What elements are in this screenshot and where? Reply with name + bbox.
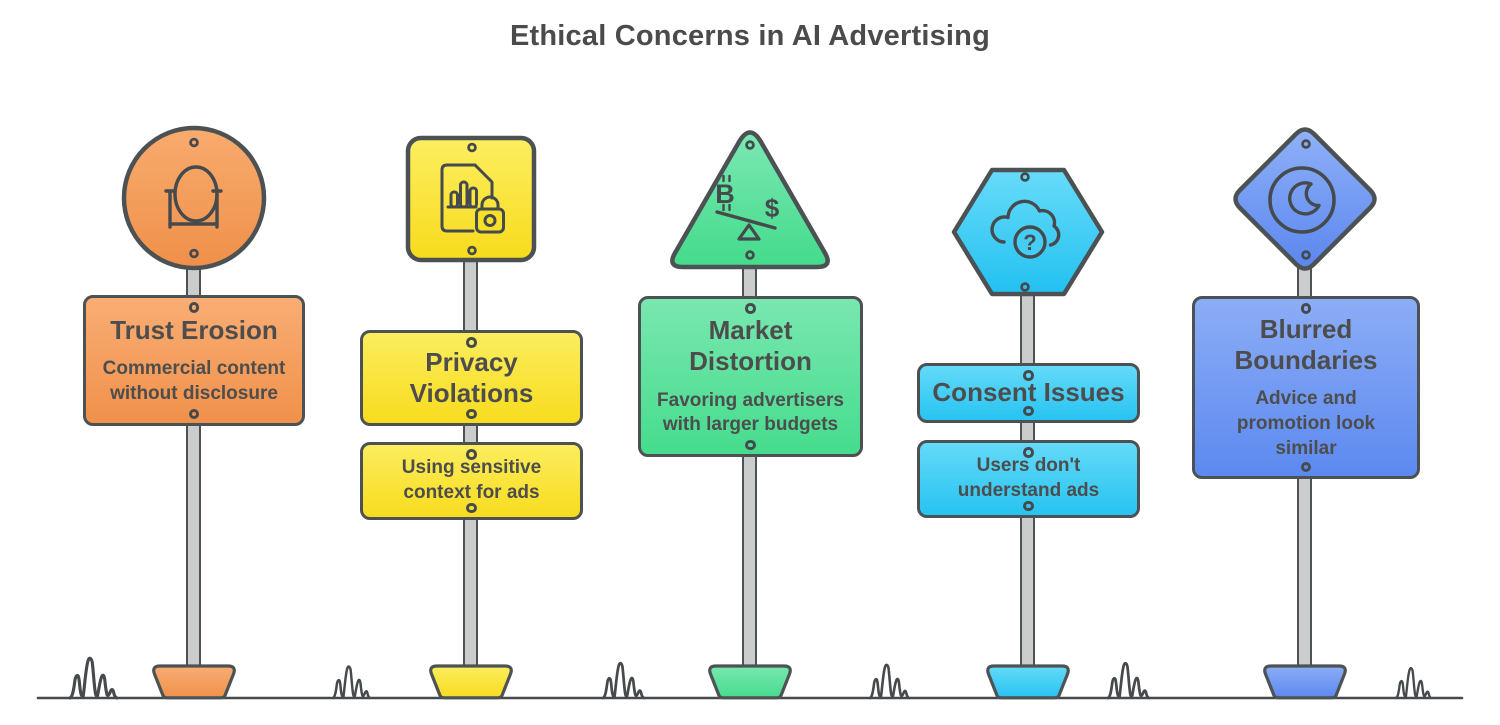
- sign-title: Trust Erosion: [110, 314, 278, 345]
- screw-dot: [1301, 139, 1311, 260]
- sign-board-privacy-subtitle: Using sensitive context for ads: [360, 442, 583, 520]
- screw-dot: [1300, 461, 1312, 472]
- currency-seesaw-icon: B $: [715, 174, 780, 241]
- sign-subtitle: Users don't understand ads: [957, 455, 1100, 501]
- sign-subtitle: Favoring advertisers with larger budgets: [657, 389, 844, 436]
- screw-dot: [188, 408, 200, 419]
- sign-subtitle: Advice and promotion look similar: [1236, 388, 1376, 459]
- sign-board-privacy-title: Privacy Violations: [360, 330, 583, 426]
- screw-dot: [1300, 303, 1312, 314]
- screw-dot: [1023, 370, 1034, 381]
- sign-board-blurred-boundaries: Blurred Boundaries Advice and promotion …: [1192, 296, 1420, 479]
- document-lock-icon: [440, 163, 505, 234]
- screw-dot: [1023, 447, 1034, 458]
- sign-board-consent-subtitle: Users don't understand ads: [917, 440, 1140, 518]
- dollar-glyph: $: [765, 193, 780, 223]
- emblem-circle: [121, 125, 267, 271]
- post-base: [1263, 664, 1347, 700]
- screw-dot: [466, 337, 477, 348]
- sign-title: Privacy Violations: [409, 346, 534, 408]
- sign-title: Blurred Boundaries: [1234, 313, 1378, 375]
- emblem-diamond: [1233, 127, 1377, 271]
- sign-title: Consent Issues: [932, 377, 1125, 408]
- page-title: Ethical Concerns in AI Advertising: [509, 20, 991, 52]
- screw-dot: [466, 408, 477, 419]
- post-base: [429, 664, 513, 700]
- screw-dot: [745, 439, 756, 450]
- screw-dot: [188, 302, 200, 313]
- blur-moon-icon: [1268, 166, 1336, 234]
- screw-dot: [1023, 500, 1034, 511]
- emblem-hexagon: ?: [951, 167, 1105, 297]
- mirror-icon: [164, 165, 223, 229]
- screw-dot: [1023, 405, 1034, 416]
- screw-dot: [189, 137, 199, 259]
- screw-dot: [745, 303, 756, 314]
- screw-dot: [466, 502, 477, 513]
- bitcoin-glyph: B: [715, 179, 735, 209]
- post-base: [986, 664, 1070, 700]
- sign-subtitle: Commercial content without disclosure: [102, 357, 286, 404]
- sign-board-market-distortion: Market Distortion Favoring advertisers w…: [638, 296, 863, 457]
- screw-dot: [1020, 172, 1030, 292]
- screw-dot: [466, 449, 477, 460]
- sign-title: Market Distortion: [689, 315, 812, 377]
- post-base: [152, 664, 236, 700]
- cloud-question-icon: ?: [990, 199, 1061, 259]
- screw-dot: [467, 142, 477, 256]
- question-glyph: ?: [1023, 230, 1036, 255]
- sign-board-trust-erosion: Trust Erosion Commercial content without…: [83, 295, 305, 426]
- emblem-rounded-square: [405, 135, 537, 263]
- sign-pole: [463, 210, 478, 672]
- screw-dot: [745, 140, 755, 260]
- emblem-triangle: B $: [670, 130, 830, 270]
- post-base: [708, 664, 792, 700]
- sign-board-consent-title: Consent Issues: [917, 363, 1140, 423]
- sign-subtitle: Using sensitive context for ads: [401, 457, 542, 503]
